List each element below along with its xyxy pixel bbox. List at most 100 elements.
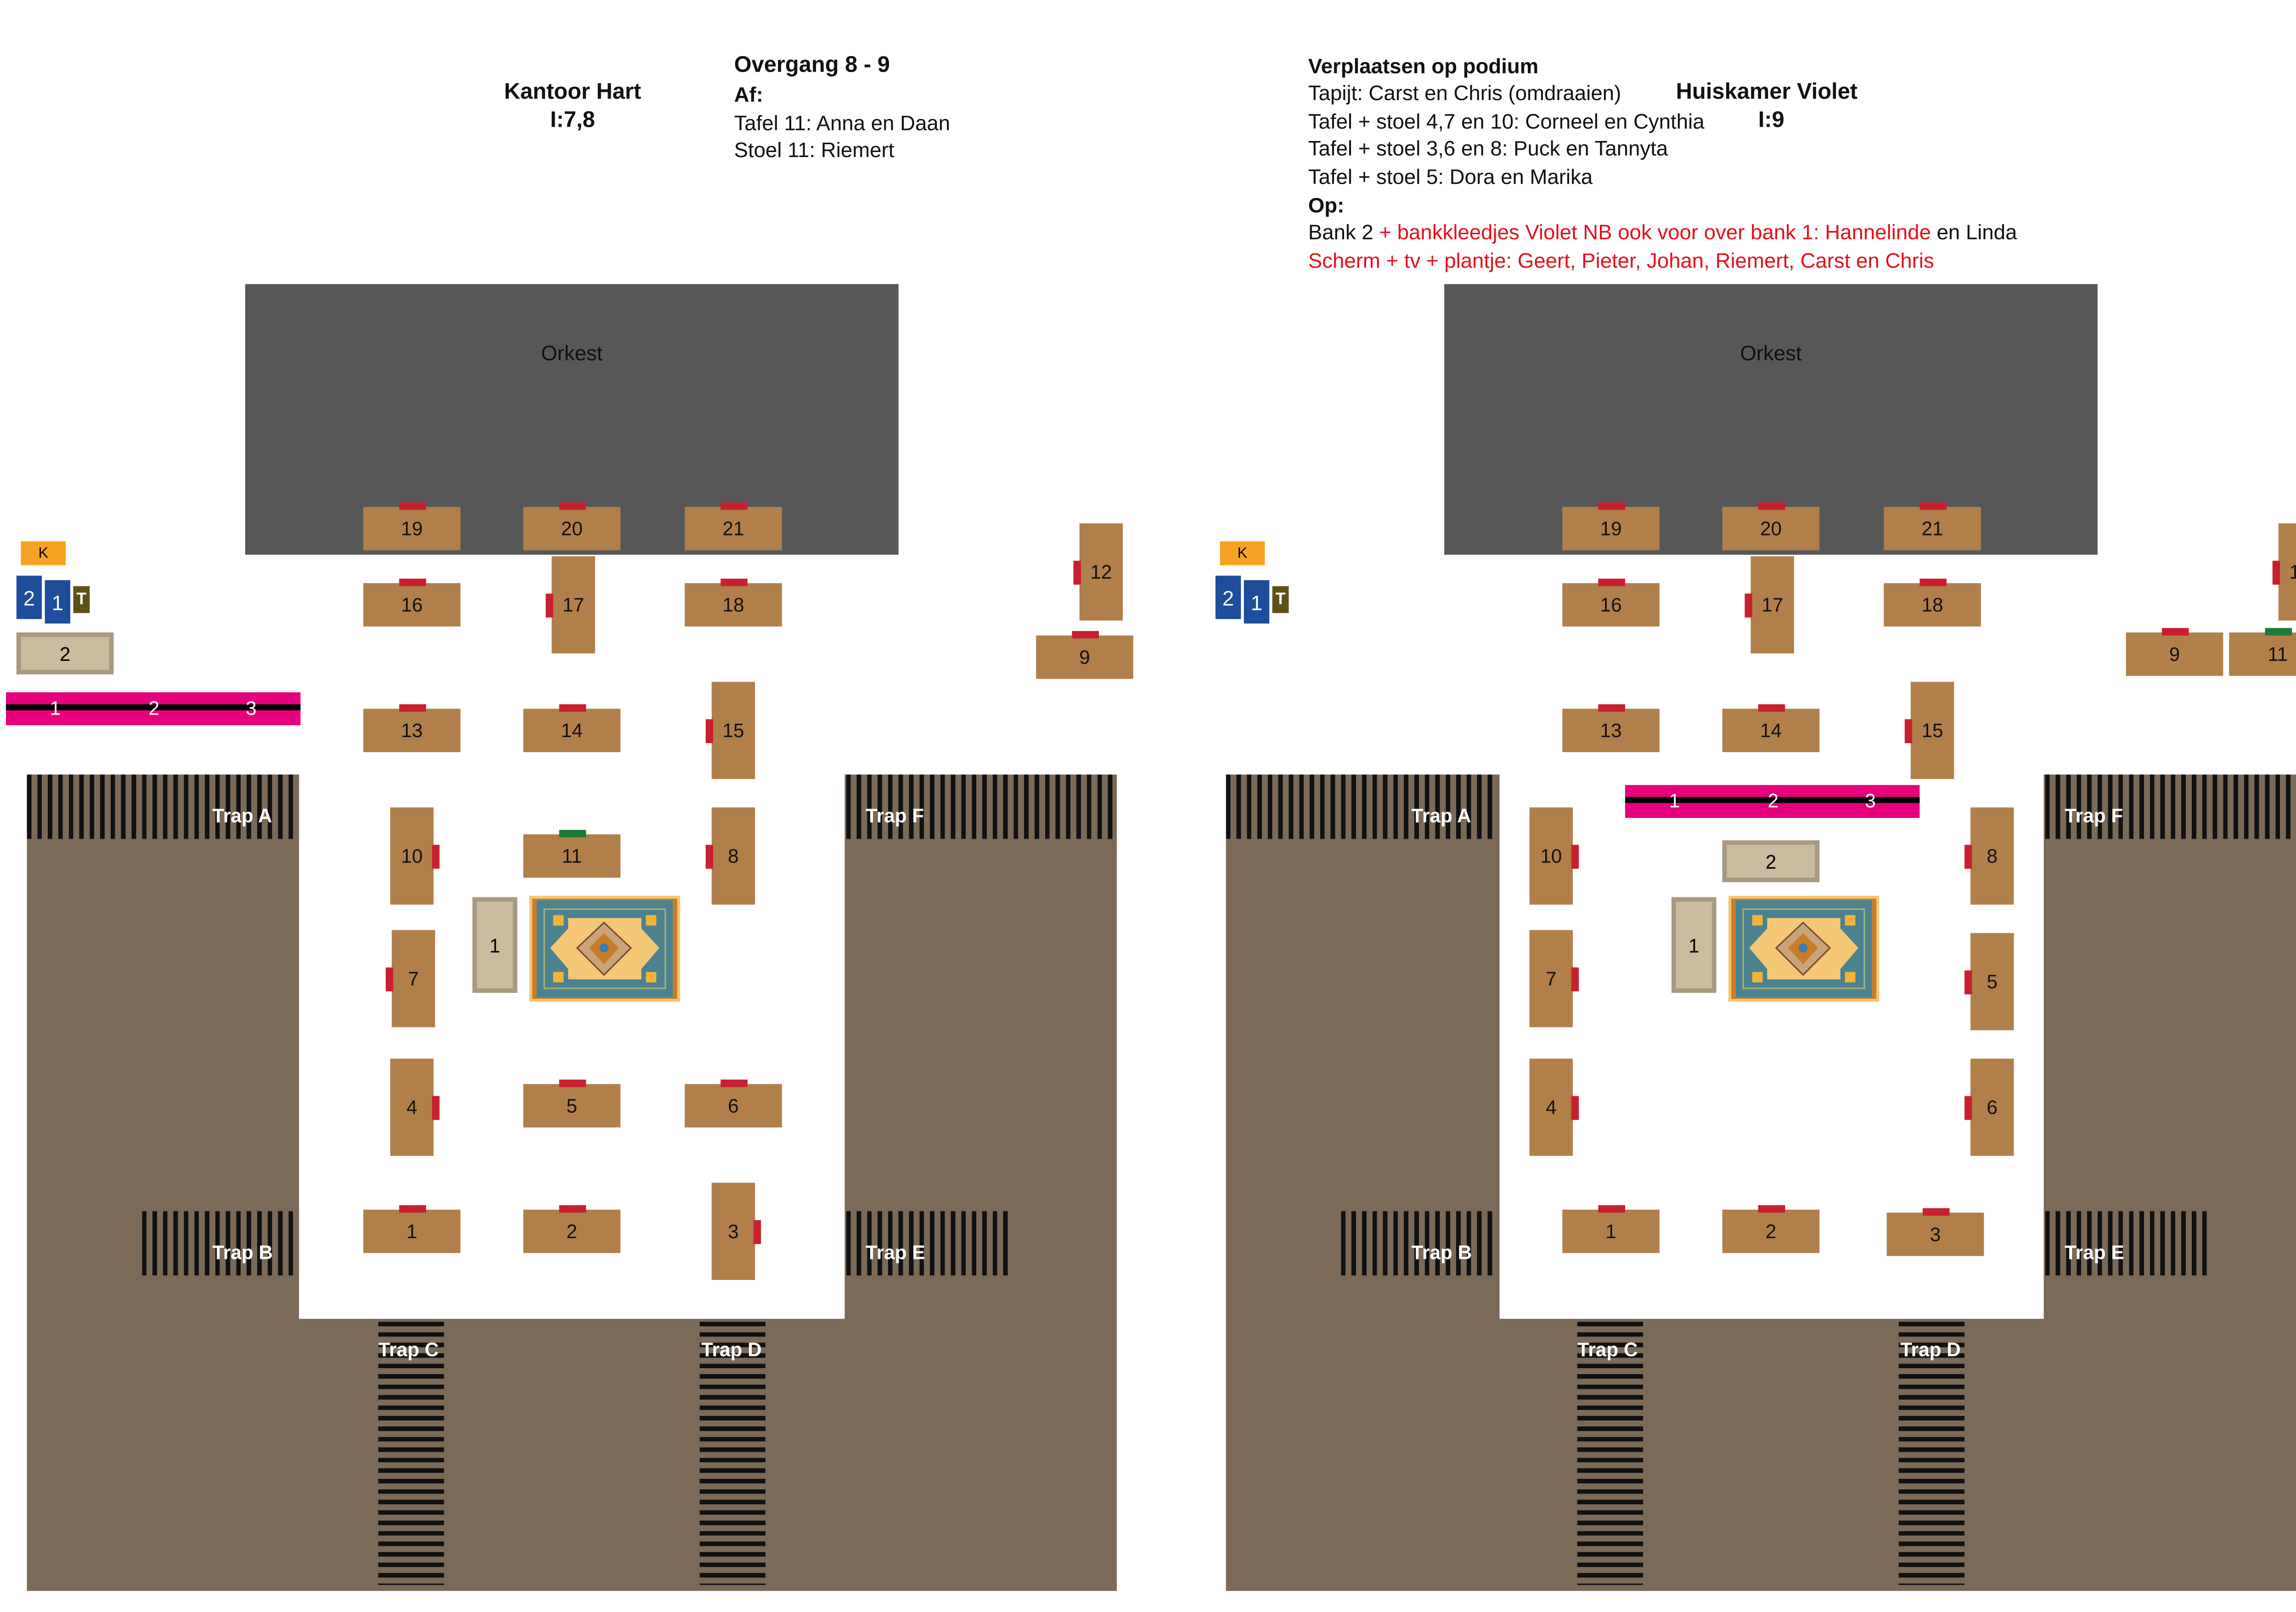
chair-marker bbox=[385, 966, 394, 991]
table-number: 8 bbox=[1986, 845, 1998, 868]
left-stairs-a bbox=[27, 774, 299, 839]
table-16: 16 bbox=[363, 583, 461, 627]
table-21: 21 bbox=[685, 507, 782, 551]
label-trap-f: Trap F bbox=[2065, 804, 2123, 827]
chair-marker bbox=[705, 718, 714, 743]
table-number: 9 bbox=[2169, 643, 2180, 665]
label-trap-e: Trap E bbox=[2065, 1241, 2124, 1264]
chair-marker bbox=[398, 502, 426, 510]
label-trap-b: Trap B bbox=[1411, 1241, 1472, 1264]
right-bench-2: 2 bbox=[1722, 840, 1820, 882]
right-pink-bench: 1 2 3 bbox=[1625, 785, 1920, 818]
left-bench-1: 1 bbox=[472, 897, 518, 993]
right-stairs-d bbox=[1898, 1322, 1965, 1585]
table-3: 3 bbox=[711, 1183, 755, 1280]
table-number: 14 bbox=[561, 719, 583, 742]
right-blue-item-1: 1 bbox=[1244, 580, 1270, 624]
chair-marker bbox=[432, 844, 440, 868]
table-13: 13 bbox=[1562, 709, 1660, 752]
table-20: 20 bbox=[523, 507, 621, 551]
table-number: 14 bbox=[1760, 719, 1782, 742]
label-trap-b: Trap B bbox=[212, 1241, 273, 1264]
table-number: 21 bbox=[722, 517, 744, 540]
table-number: 4 bbox=[1546, 1096, 1557, 1119]
chair-marker bbox=[1597, 704, 1625, 712]
pink-seat-3: 3 bbox=[1865, 789, 1876, 812]
table-number: 5 bbox=[566, 1094, 578, 1117]
pink-seat-2: 2 bbox=[148, 697, 160, 720]
table-number: 18 bbox=[1921, 593, 1943, 616]
table-15: 15 bbox=[711, 682, 755, 779]
table-4: 4 bbox=[390, 1059, 434, 1156]
chair-marker bbox=[1597, 1205, 1625, 1213]
table-20: 20 bbox=[1722, 507, 1820, 551]
left-stairs-c bbox=[378, 1322, 444, 1585]
on-line-1-red: + bankkleedjes Violet NB ook voor over b… bbox=[1379, 220, 1931, 244]
table-1: 1 bbox=[1562, 1209, 1660, 1253]
chair-marker bbox=[1964, 969, 1972, 994]
table-number: 15 bbox=[722, 719, 744, 742]
left-stairs-e bbox=[846, 1211, 1011, 1276]
table-17: 17 bbox=[551, 556, 595, 654]
label-trap-e: Trap E bbox=[866, 1241, 925, 1264]
right-stairs-c bbox=[1577, 1322, 1643, 1585]
left-blue-item-2: 2 bbox=[16, 575, 42, 619]
table-5: 5 bbox=[523, 1084, 621, 1127]
label-trap-d: Trap D bbox=[701, 1338, 762, 1361]
table-9: 9 bbox=[2126, 632, 2223, 676]
table-15: 15 bbox=[1910, 682, 1954, 779]
chair-marker bbox=[1757, 502, 1784, 510]
chair-marker bbox=[720, 502, 747, 510]
table-number: 20 bbox=[1760, 517, 1782, 540]
table-1: 1 bbox=[363, 1209, 461, 1253]
left-blue-item-1: 1 bbox=[45, 580, 71, 624]
pink-seat-3: 3 bbox=[246, 697, 257, 720]
chair-marker bbox=[1571, 966, 1579, 991]
on-label: Op: bbox=[1308, 192, 1345, 217]
chair-marker bbox=[1904, 718, 1913, 743]
chair-marker bbox=[558, 829, 585, 838]
chair-marker bbox=[1597, 502, 1625, 510]
table-number: 13 bbox=[1600, 719, 1622, 742]
left-stairs-d bbox=[699, 1322, 765, 1585]
table-number: 17 bbox=[563, 593, 585, 616]
chair-marker bbox=[1071, 631, 1098, 639]
table-number: 1 bbox=[406, 1220, 417, 1243]
table-number: 12 bbox=[1090, 560, 1112, 583]
chair-marker bbox=[1571, 1095, 1579, 1119]
table-3: 3 bbox=[1886, 1212, 1984, 1256]
table-number: 7 bbox=[408, 967, 419, 990]
chair-marker bbox=[1757, 704, 1784, 712]
chair-marker bbox=[1073, 560, 1081, 584]
chair-marker bbox=[1919, 502, 1946, 510]
table-number: 9 bbox=[1079, 646, 1090, 669]
table-number: 17 bbox=[1761, 593, 1784, 616]
chair-marker bbox=[2264, 628, 2291, 636]
chair-marker bbox=[558, 1205, 585, 1213]
chair-marker bbox=[398, 1205, 426, 1213]
chair-marker bbox=[1745, 592, 1752, 617]
on-line-1-b: en Linda bbox=[1930, 220, 2017, 244]
chair-marker bbox=[720, 578, 747, 586]
transition-heading: Overgang 8 - 9 bbox=[734, 52, 890, 78]
table-number: 3 bbox=[728, 1220, 739, 1243]
chair-marker bbox=[2272, 560, 2280, 584]
table-number: 8 bbox=[728, 845, 739, 868]
bench-bar bbox=[1625, 797, 1920, 803]
table-11: 11 bbox=[523, 834, 621, 878]
table-number: 19 bbox=[1600, 517, 1622, 540]
label-trap-c: Trap C bbox=[1577, 1338, 1638, 1361]
right-bench-1: 1 bbox=[1671, 897, 1716, 993]
table-8: 8 bbox=[1970, 807, 2014, 905]
chair-marker bbox=[1964, 1095, 1972, 1119]
table-number: 6 bbox=[728, 1094, 739, 1117]
table-2: 2 bbox=[523, 1209, 621, 1253]
left-stairs-b bbox=[142, 1211, 299, 1276]
pink-seat-2: 2 bbox=[1767, 789, 1779, 812]
table-10: 10 bbox=[390, 807, 434, 905]
chair-marker bbox=[1757, 1205, 1784, 1213]
table-number: 19 bbox=[401, 517, 423, 540]
chair-marker bbox=[1964, 844, 1972, 868]
table-11: 11 bbox=[2229, 632, 2296, 676]
table-21: 21 bbox=[1884, 507, 1981, 551]
